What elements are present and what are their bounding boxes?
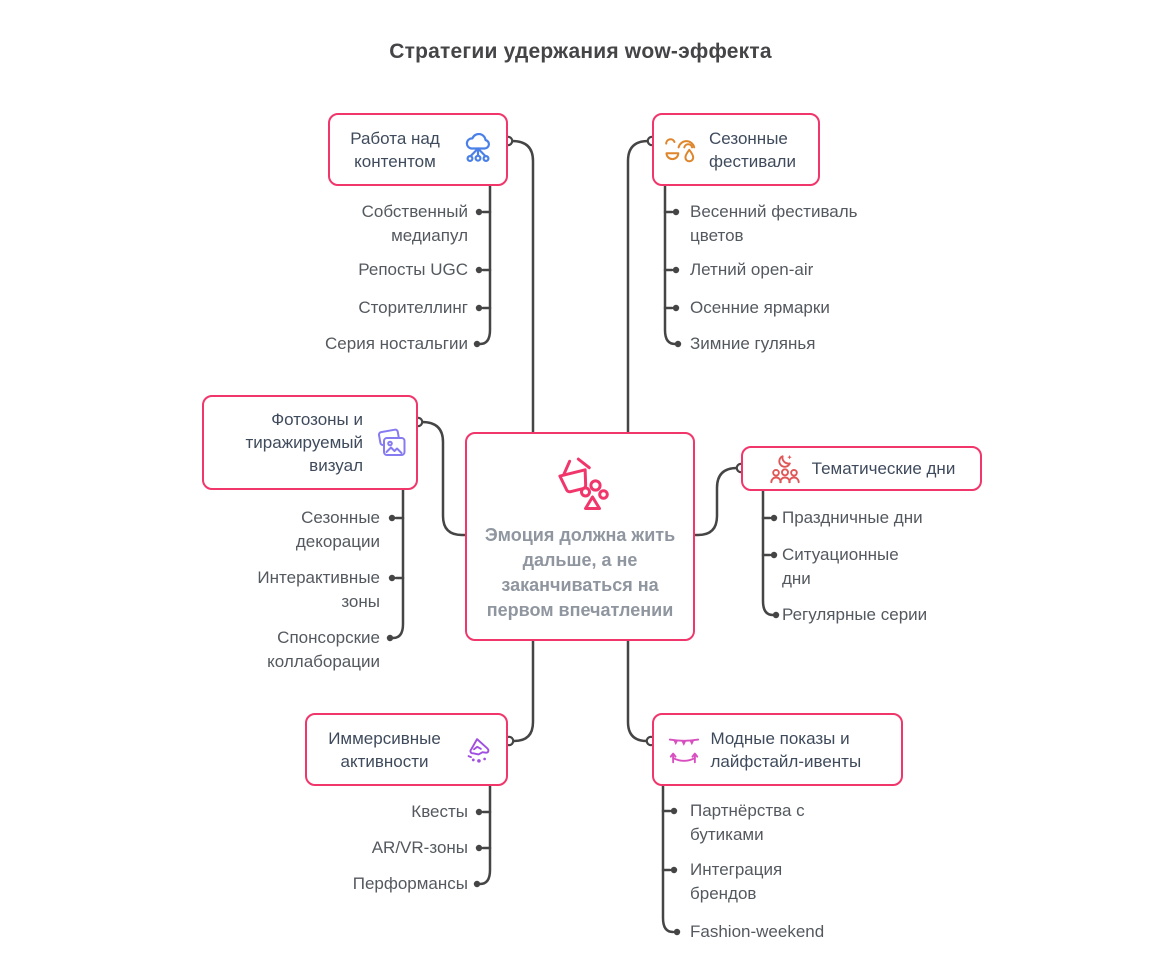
photos-icon (373, 426, 409, 460)
child-item: AR/VR-зоны (371, 838, 468, 857)
cloud-network-icon (461, 132, 497, 167)
central-node-text: Эмоция должна жить дальше, а не заканчив… (484, 524, 676, 620)
branch-node-photo-zones: Фотозоны и тиражируемый визуал (202, 395, 418, 490)
branch-node-fashion-shows: Модные показы и лайфстайл-ивенты (652, 713, 903, 786)
branch-label: Фотозоны и тиражируемый визуал (245, 410, 364, 475)
child-item: Ситуационные дни (782, 545, 899, 588)
branch-label: Модные показы и лайфстайл-ивенты (710, 728, 862, 771)
child-item: Летний open-air (690, 260, 814, 279)
child-item: Интеграция брендов (690, 860, 783, 903)
child-item: Спонсорские коллаборации (267, 628, 380, 671)
child-item: Праздничные дни (782, 508, 923, 527)
branch-label: Сезонные фестивали (709, 128, 796, 171)
mountain-crystal-icon (461, 733, 495, 767)
garland-icon (667, 733, 701, 767)
child-item: Интерактивные зоны (257, 568, 380, 611)
child-item: Партнёрства с бутиками (690, 801, 805, 844)
child-item: Весенний фестиваль цветов (690, 202, 858, 245)
branch-node-seasonal-festivals: Сезонные фестивали (652, 113, 820, 186)
branch-label: Тематические дни (811, 459, 956, 478)
child-item: Fashion-weekend (690, 922, 825, 941)
child-item: Собственный медиапул (361, 202, 468, 245)
branch-label: Иммерсивные активности (328, 728, 441, 771)
child-item: Осенние ярмарки (690, 298, 830, 317)
crowd-moon-icon (768, 452, 802, 486)
branch-node-immersive-activities: Иммерсивные активности (305, 713, 508, 786)
child-item: Сторителлинг (358, 298, 468, 317)
child-item: Перформансы (352, 874, 468, 893)
basket-paw-icon (547, 451, 613, 513)
page-title: Стратегии удержания wow-эффекта (389, 40, 772, 63)
branch-node-content-work: Работа над контентом (328, 113, 508, 186)
child-item: Сезонные декорации (295, 508, 380, 551)
branch-node-theme-days: Тематические дни (741, 446, 982, 491)
child-item: Зимние гулянья (690, 334, 816, 353)
child-item: Регулярные серии (782, 605, 928, 624)
branch-label: Работа над контентом (350, 128, 440, 171)
child-item: Серия ностальгии (325, 334, 468, 353)
central-node: Эмоция должна жить дальше, а не заканчив… (465, 432, 695, 641)
seasonal-festival-icon (663, 133, 699, 167)
child-item: Репосты UGC (358, 260, 468, 279)
child-item: Квесты (411, 802, 468, 821)
